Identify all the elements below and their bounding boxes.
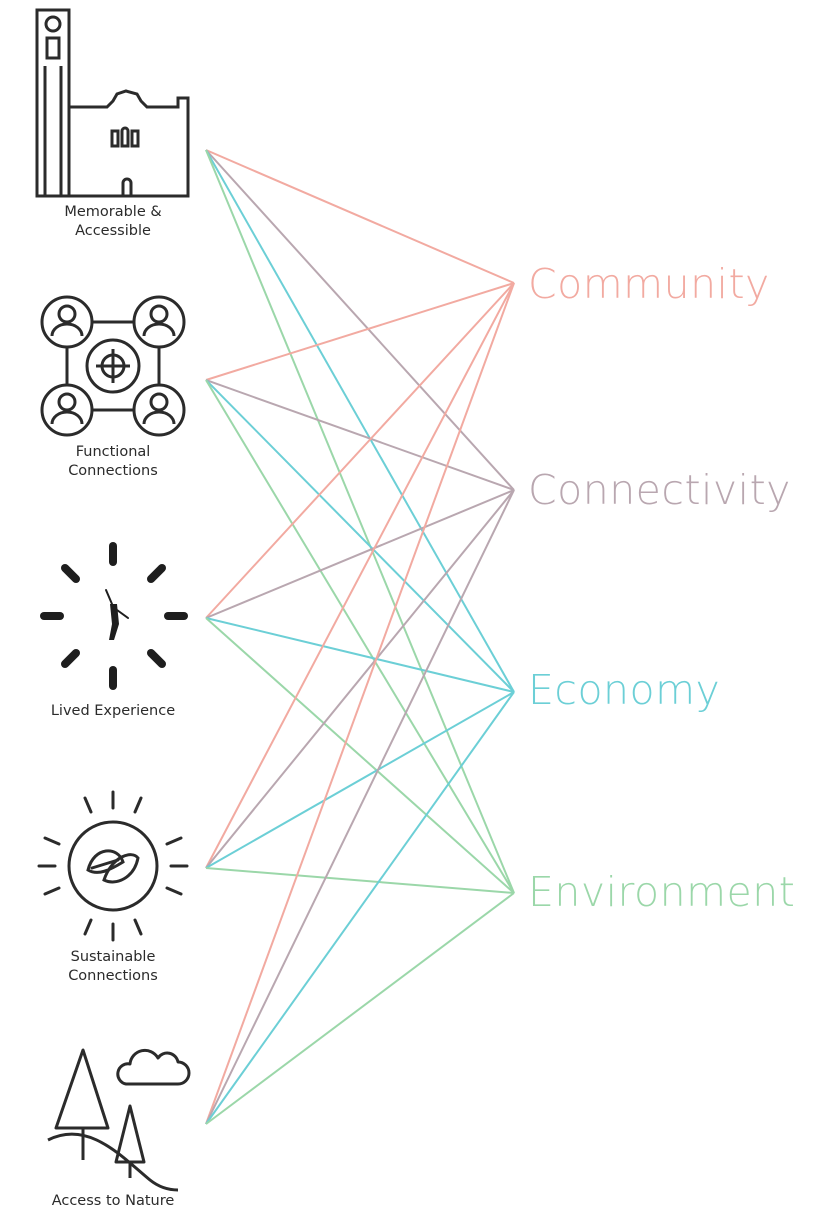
caption-line: Connections bbox=[68, 463, 158, 479]
caption-line: Sustainable bbox=[70, 949, 156, 965]
connection-nature-to-environment bbox=[205, 892, 515, 1125]
connection-functional-to-community bbox=[205, 282, 515, 381]
outcome-connectivity: Connectivity bbox=[528, 466, 791, 514]
connection-lived-to-economy bbox=[205, 617, 515, 693]
sun-leaf-icon bbox=[37, 790, 189, 942]
caption-line: Memorable & bbox=[64, 204, 162, 220]
connection-nature-to-community bbox=[205, 282, 515, 1125]
person-clock-icon bbox=[40, 542, 188, 690]
connection-sustainable-to-connectivity bbox=[205, 489, 515, 869]
caption-line: Functional bbox=[75, 444, 151, 460]
connection-memorable-to-community bbox=[205, 149, 515, 284]
outcome-community: Community bbox=[528, 260, 770, 308]
outcome-environment: Environment bbox=[528, 868, 796, 916]
caption-functional-connections: Functional Connections bbox=[13, 443, 213, 481]
caption-line: Connections bbox=[68, 968, 158, 984]
connection-lived-to-community bbox=[205, 282, 515, 619]
connection-memorable-to-connectivity bbox=[205, 149, 515, 491]
connection-memorable-to-environment bbox=[205, 149, 515, 894]
caption-line: Lived Experience bbox=[50, 703, 176, 719]
connection-nature-to-connectivity bbox=[205, 489, 515, 1125]
connection-memorable-to-economy bbox=[205, 149, 515, 693]
connection-functional-to-environment bbox=[205, 379, 515, 894]
caption-memorable-accessible: Memorable & Accessible bbox=[13, 203, 213, 241]
trees-cloud-icon bbox=[47, 1048, 191, 1192]
connection-lived-to-connectivity bbox=[205, 489, 515, 619]
caption-line: Accessible bbox=[75, 223, 151, 239]
connection-nature-to-economy bbox=[205, 691, 515, 1125]
walking-person-icon bbox=[105, 589, 129, 640]
connected-people-network-icon bbox=[40, 295, 186, 437]
clock-tower-church-icon bbox=[35, 8, 190, 198]
caption-lived-experience: Lived Experience bbox=[13, 702, 213, 721]
connection-lines bbox=[205, 149, 515, 1125]
connection-functional-to-connectivity bbox=[205, 379, 515, 491]
caption-access-to-nature: Access to Nature bbox=[13, 1192, 213, 1211]
caption-sustainable-connections: Sustainable Connections bbox=[13, 948, 213, 986]
outcome-economy: Economy bbox=[528, 666, 721, 714]
connection-sustainable-to-community bbox=[205, 282, 515, 869]
connection-lived-to-environment bbox=[205, 617, 515, 894]
connection-sustainable-to-environment bbox=[205, 867, 515, 894]
connection-sustainable-to-economy bbox=[205, 691, 515, 869]
caption-line: Access to Nature bbox=[51, 1193, 175, 1209]
connection-functional-to-economy bbox=[205, 379, 515, 693]
